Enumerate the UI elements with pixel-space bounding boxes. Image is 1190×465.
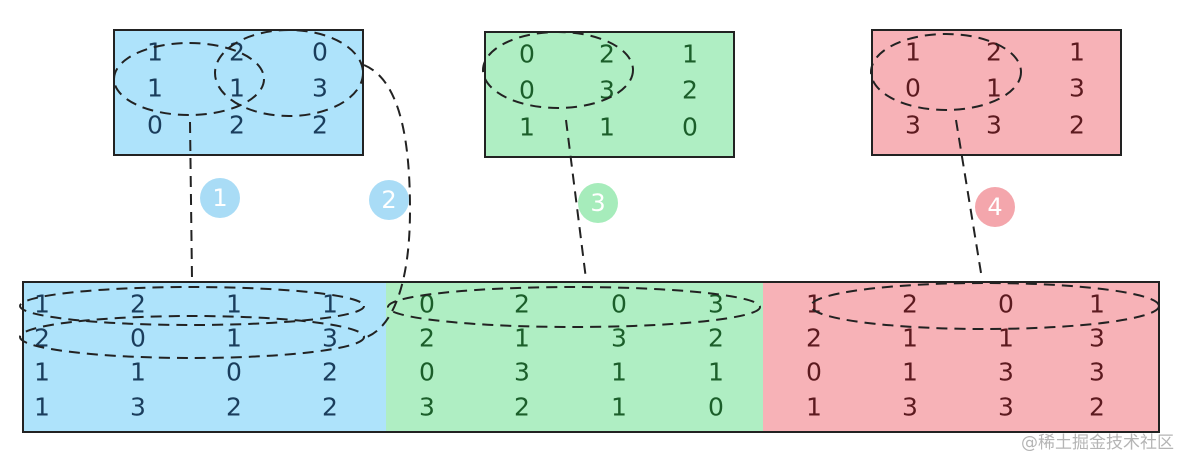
matrix-cell: 0: [806, 357, 822, 387]
kernel-cell: 2: [1069, 110, 1085, 140]
kernel-cell: 2: [986, 37, 1002, 67]
kernel-cell: 1: [147, 73, 163, 103]
matrix-cell: 0: [611, 289, 627, 319]
matrix-cell: 2: [419, 323, 435, 353]
kernel-cell: 2: [682, 75, 698, 105]
matrix-cell: 1: [611, 357, 627, 387]
matrix-cell: 0: [419, 289, 435, 319]
matrix-cell: 2: [34, 323, 50, 353]
kernel-cell: 0: [519, 39, 535, 69]
matrix-cell: 3: [611, 323, 627, 353]
kernel-cell: 3: [312, 73, 328, 103]
kernel-cell: 2: [599, 39, 615, 69]
unrolled-matrix: [22, 281, 1160, 433]
kernel-cell: 0: [519, 75, 535, 105]
matrix-cell: 1: [998, 323, 1014, 353]
matrix-cell: 1: [902, 323, 918, 353]
matrix-cell: 1: [708, 357, 724, 387]
matrix-cell: 2: [902, 289, 918, 319]
kernel-cell: 0: [905, 73, 921, 103]
kernel-cell: 3: [599, 75, 615, 105]
matrix-cell: 3: [998, 392, 1014, 422]
kernel-cell: 0: [312, 37, 328, 67]
matrix-cell: 3: [514, 357, 530, 387]
matrix-cell: 1: [1089, 289, 1105, 319]
matrix-cell: 1: [322, 289, 338, 319]
matrix-cell: 2: [322, 392, 338, 422]
matrix-cell: 3: [902, 392, 918, 422]
kernel-cell: 1: [147, 37, 163, 67]
kernel-cell: 3: [1069, 73, 1085, 103]
matrix-cell: 1: [806, 289, 822, 319]
matrix-cell: 1: [34, 289, 50, 319]
kernel-cell: 1: [1069, 37, 1085, 67]
matrix-cell: 2: [130, 289, 146, 319]
step-badge-2: 2: [369, 180, 409, 220]
kernel-cell: 0: [682, 112, 698, 142]
matrix-cell: 2: [806, 323, 822, 353]
kernel-cell: 1: [986, 73, 1002, 103]
step-badge-1: 1: [200, 178, 240, 218]
matrix-cell: 3: [322, 323, 338, 353]
matrix-cell: 3: [708, 289, 724, 319]
kernel-cell: 1: [519, 112, 535, 142]
matrix-cell: 2: [1089, 392, 1105, 422]
matrix-cell: 3: [998, 357, 1014, 387]
matrix-cell: 1: [130, 357, 146, 387]
kernel-cell: 2: [312, 110, 328, 140]
matrix-cell: 3: [419, 392, 435, 422]
matrix-cell: 0: [998, 289, 1014, 319]
kernel-cell: 1: [599, 112, 615, 142]
kernel-cell: 3: [986, 110, 1002, 140]
matrix-cell: 1: [902, 357, 918, 387]
matrix-cell: 2: [226, 392, 242, 422]
kernel-cell: 2: [229, 110, 245, 140]
kernel-cell: 1: [905, 37, 921, 67]
kernel-cell: 1: [682, 39, 698, 69]
step-badge-4: 4: [975, 187, 1015, 227]
matrix-cell: 0: [708, 392, 724, 422]
matrix-cell: 3: [130, 392, 146, 422]
matrix-cell: 3: [1089, 323, 1105, 353]
matrix-cell: 1: [611, 392, 627, 422]
matrix-cell: 2: [514, 289, 530, 319]
matrix-cell: 0: [130, 323, 146, 353]
matrix-cell: 1: [34, 357, 50, 387]
watermark: @稀土掘金技术社区: [1021, 433, 1174, 453]
kernel-cell: 2: [229, 37, 245, 67]
matrix-cell: 1: [34, 392, 50, 422]
matrix-cell: 2: [514, 392, 530, 422]
kernel-cell: 0: [147, 110, 163, 140]
matrix-cell: 0: [226, 357, 242, 387]
matrix-cell: 1: [514, 323, 530, 353]
matrix-cell: 2: [708, 323, 724, 353]
matrix-block-green: [386, 283, 763, 431]
kernel-cell: 3: [905, 110, 921, 140]
matrix-cell: 0: [419, 357, 435, 387]
matrix-cell: 3: [1089, 357, 1105, 387]
matrix-cell: 1: [226, 323, 242, 353]
matrix-cell: 2: [322, 357, 338, 387]
step-badge-3: 3: [578, 183, 618, 223]
kernel-cell: 1: [229, 73, 245, 103]
matrix-cell: 1: [806, 392, 822, 422]
matrix-cell: 1: [226, 289, 242, 319]
